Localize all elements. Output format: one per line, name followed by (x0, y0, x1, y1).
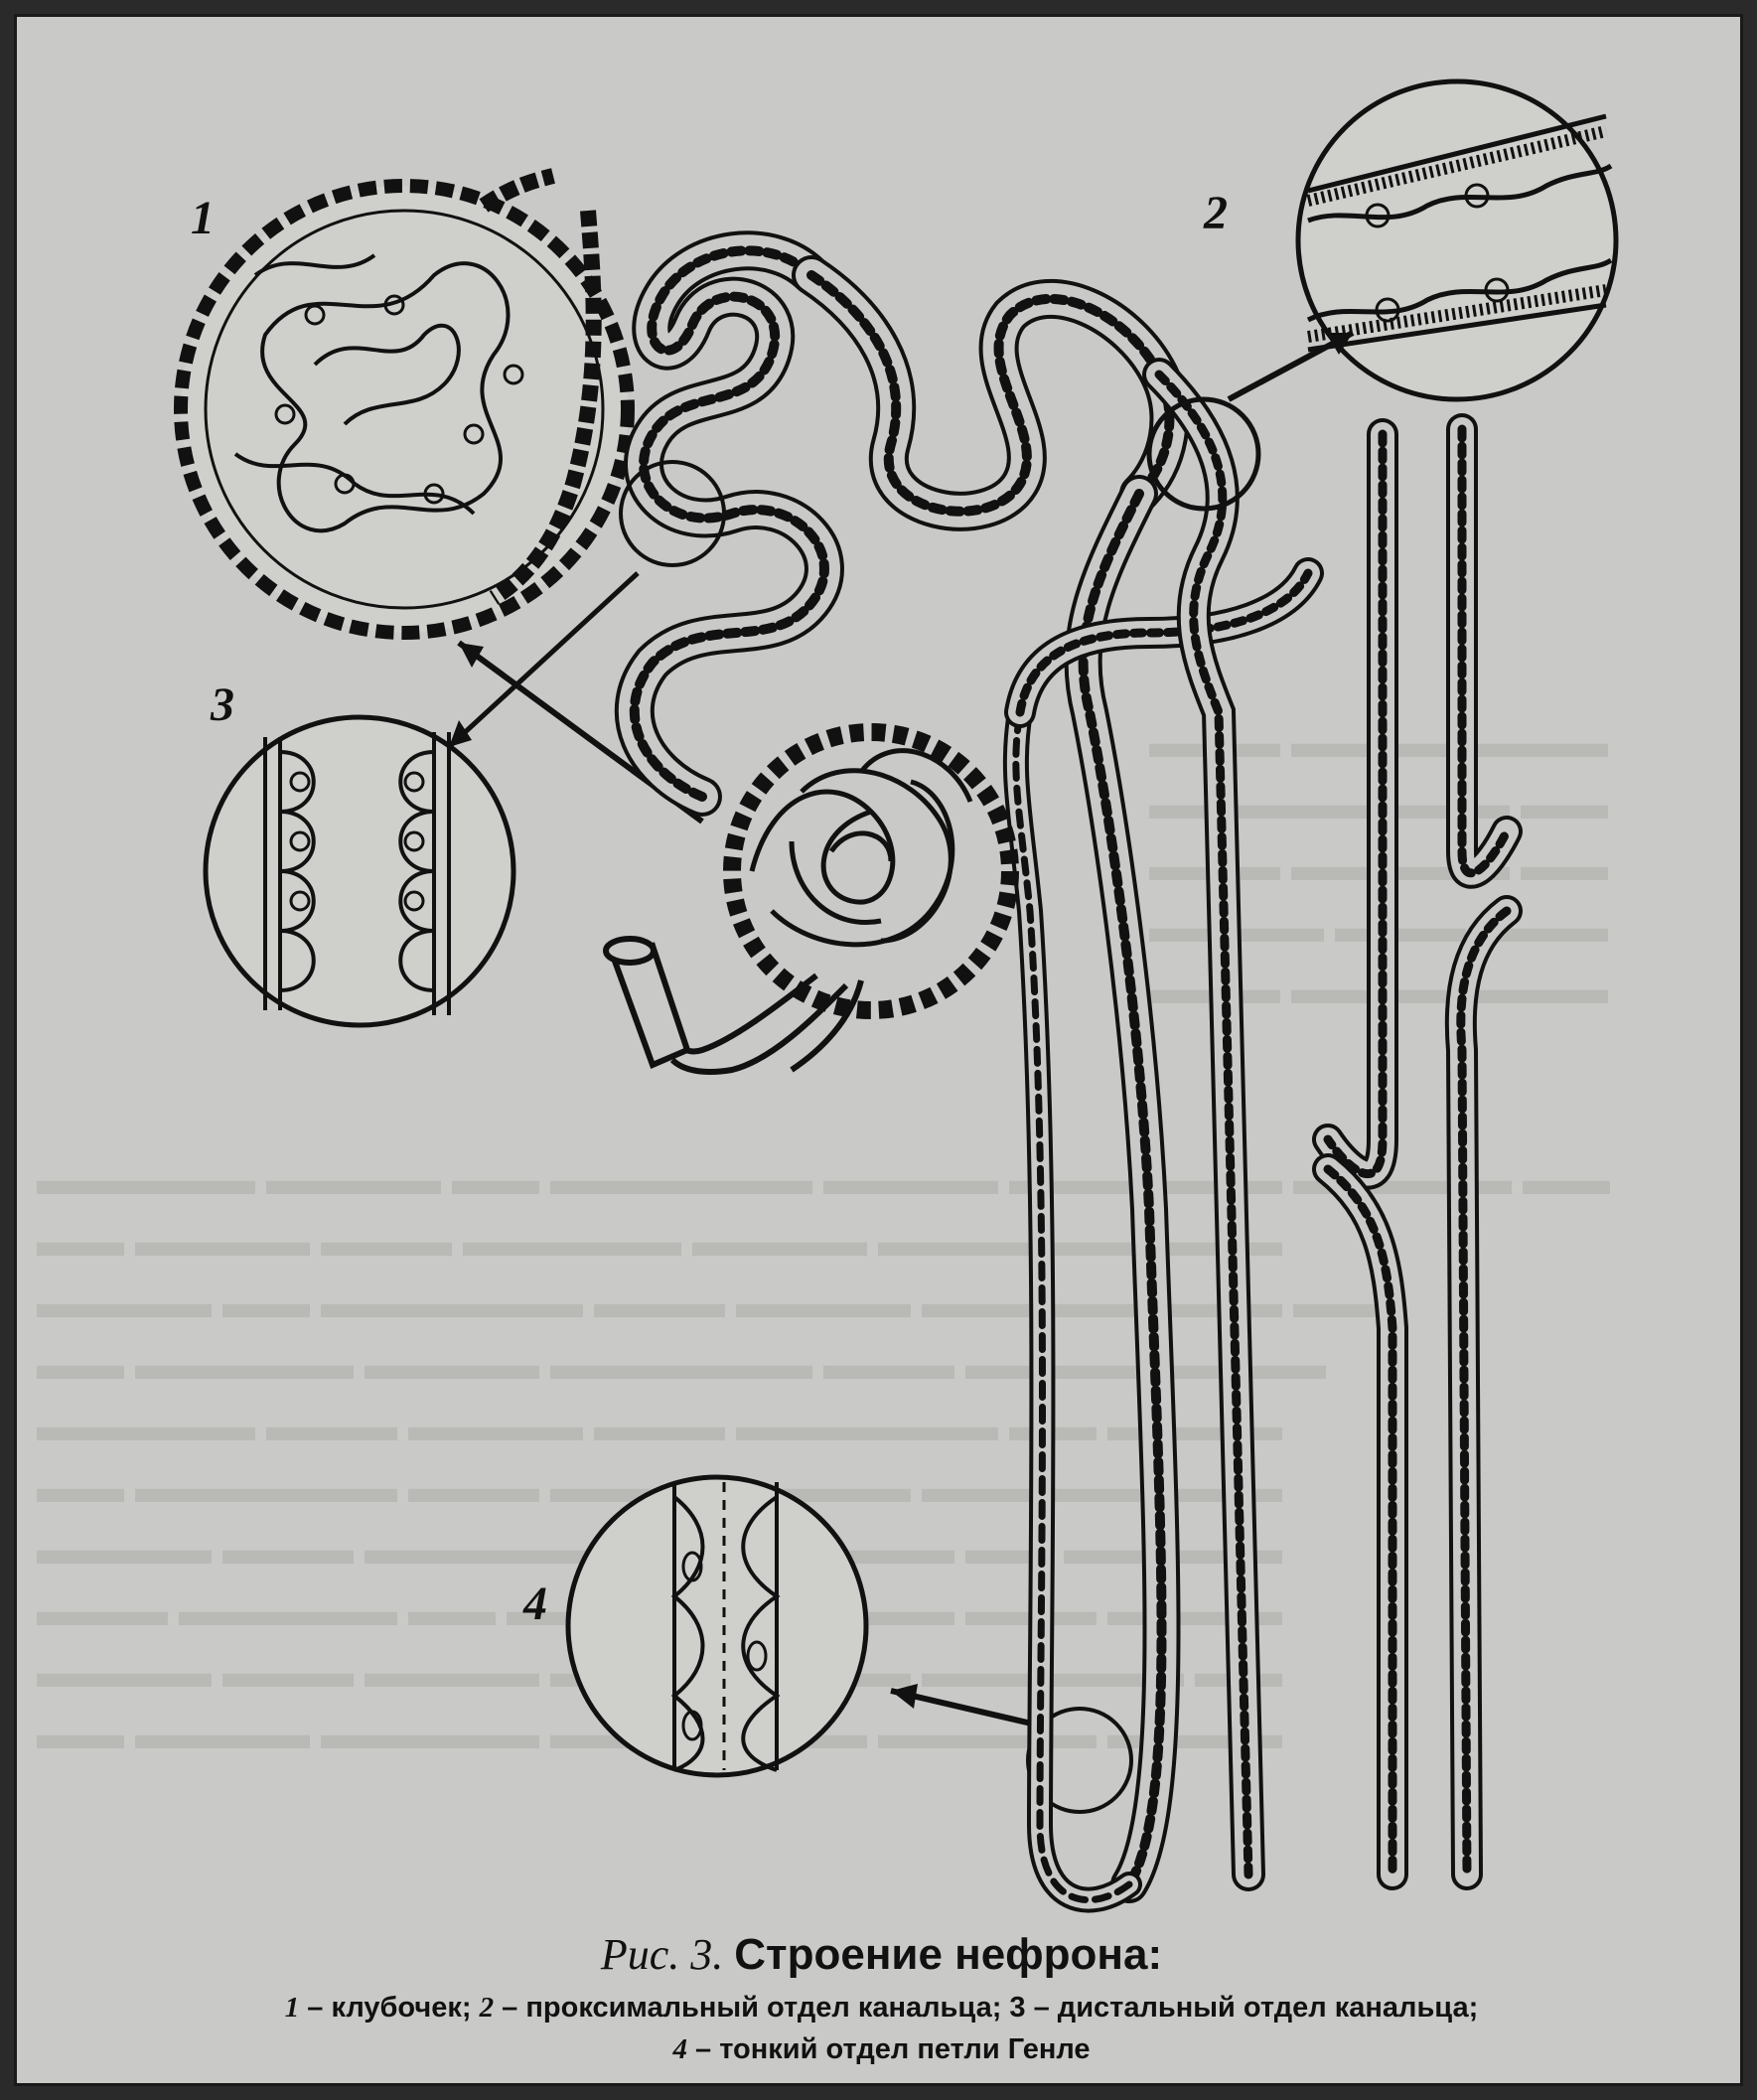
legend-number: 2 (480, 1992, 495, 2024)
label-2: 2 (1204, 186, 1228, 240)
label-3: 3 (211, 677, 234, 732)
figure-title: Строение нефрона: (734, 1930, 1162, 1979)
label-4: 4 (523, 1576, 547, 1631)
legend-text: – клубочек; (299, 1992, 479, 2024)
legend-text: – дистальный отдел канальца; (1026, 1992, 1479, 2024)
legend-number: 3 (1009, 1992, 1025, 2024)
nephron-drawing (17, 17, 1746, 2089)
inset-2-proximal-tubule (1229, 81, 1616, 399)
legend-number: 4 (672, 2033, 687, 2065)
figure-page: ▬▬▬ ▬▬▬▬ ▬▬▬▬▬▬▬▬ ▬▬▬ ▬▬▬▬▬ ▬▬▬▬▬ ▬▬▬▬▬▬… (14, 14, 1743, 2086)
figure-caption-title: Рис. 3. Строение нефрона: (17, 1929, 1746, 1980)
label-1: 1 (191, 191, 215, 245)
legend-text: – проксимальный отдел канальца; (494, 1992, 1009, 2024)
inset-1-glomerulus (181, 176, 628, 633)
legend-text: – тонкий отдел петли Генле (687, 2033, 1091, 2065)
figure-legend-line-1: 1 – клубочек; 2 – проксимальный отдел ка… (17, 1992, 1746, 2025)
figure-number: Рис. 3. (601, 1930, 723, 1979)
legend-number: 1 (285, 1992, 300, 2024)
figure-legend-line-2: 4 – тонкий отдел петли Генле (17, 2033, 1746, 2066)
